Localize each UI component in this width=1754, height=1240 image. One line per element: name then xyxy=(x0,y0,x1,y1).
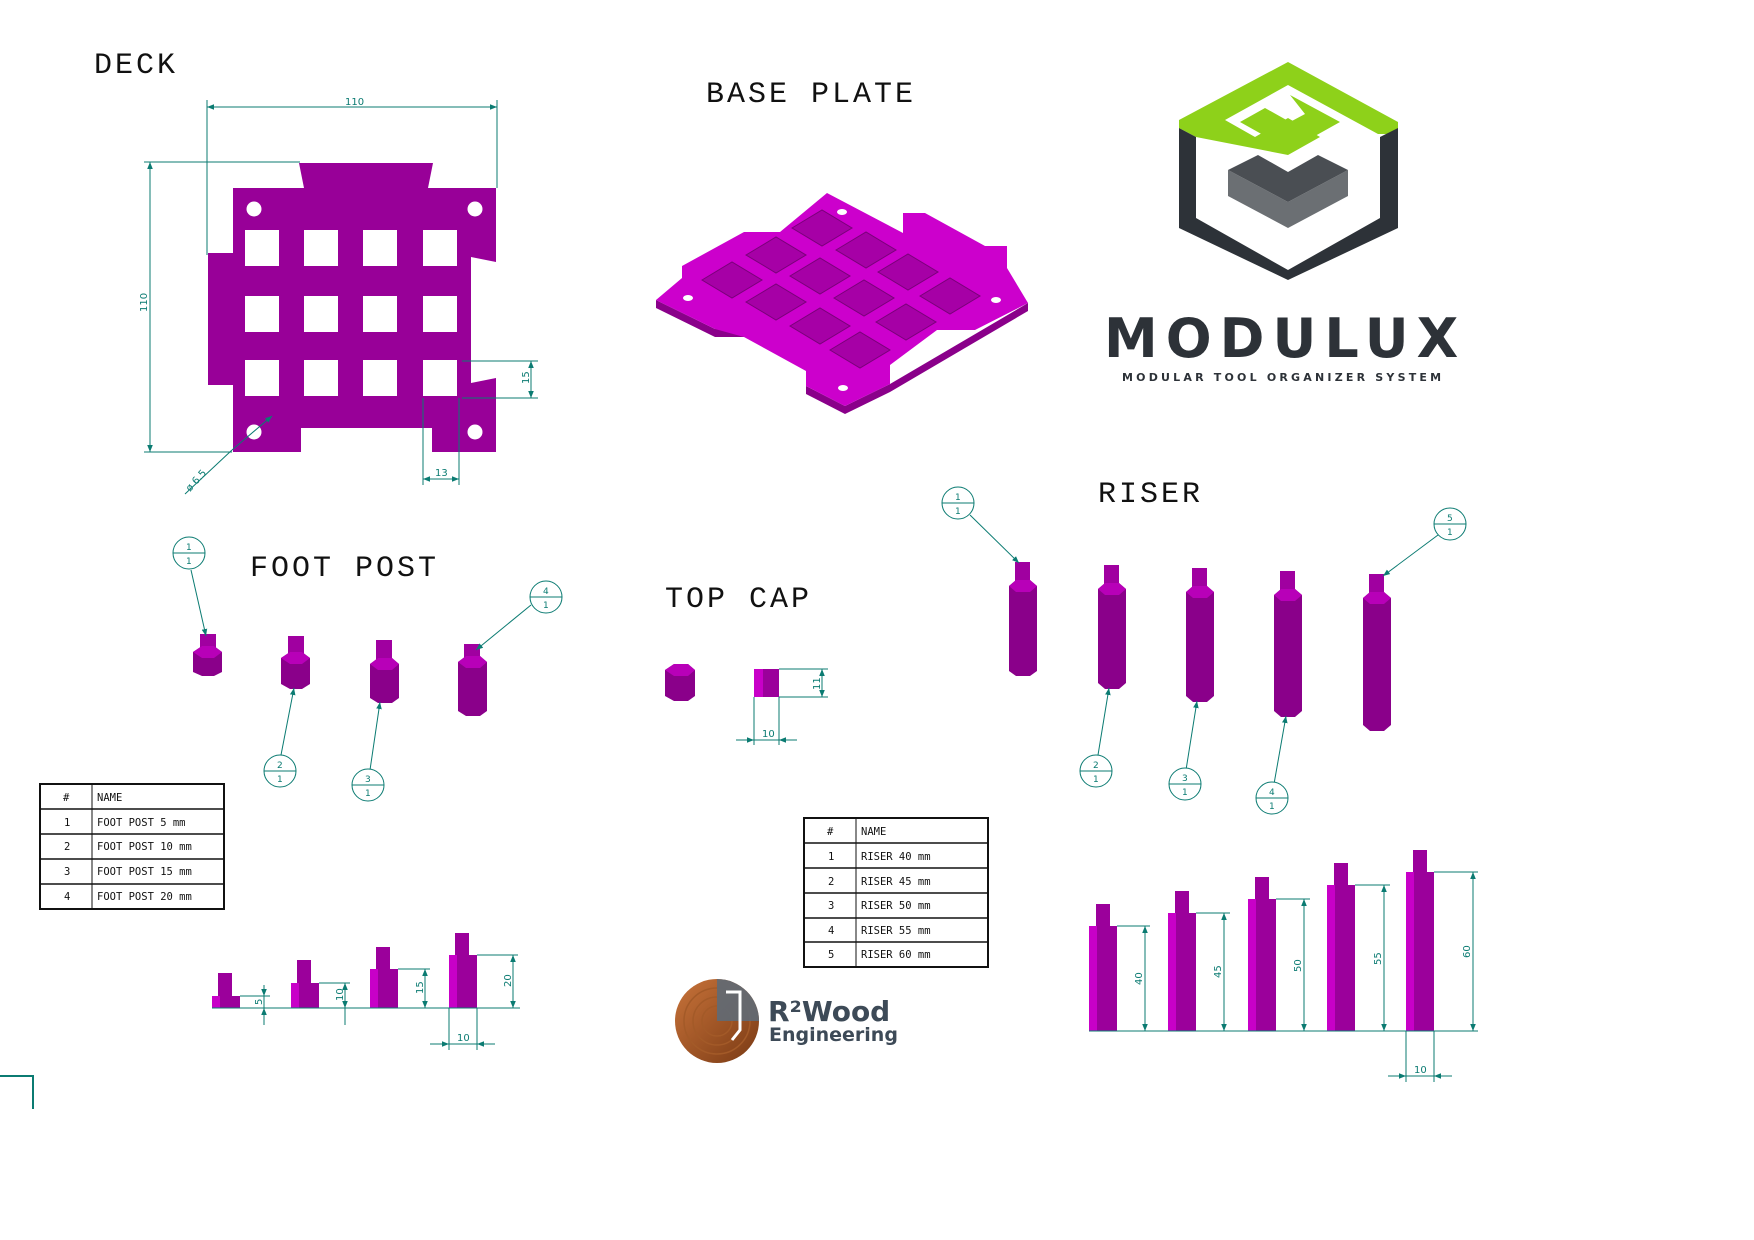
riser-table-cell: RISER 50 mm xyxy=(861,900,931,912)
fp-table-header-name: NAME xyxy=(97,792,122,804)
fp-balloon-2-top: 2 xyxy=(277,761,283,771)
fp-balloon-4-bottom: 1 xyxy=(543,601,549,611)
riser-width-dim: 10 xyxy=(1414,1065,1427,1076)
foot-post-parts-table: # NAME 1 FOOT POST 5 mm 2 FOOT POST 10 m… xyxy=(39,783,225,910)
riser-balloon-3-top: 3 xyxy=(1182,774,1188,784)
riser-table-cell: RISER 40 mm xyxy=(861,851,931,863)
riser-elevations: 40 45 50 55 60 10 xyxy=(1089,850,1478,1082)
riser-balloon-5-top: 5 xyxy=(1447,514,1453,524)
riser-balloon-1-top: 1 xyxy=(955,493,961,503)
foot-post-elevations: 5 10 15 20 10 xyxy=(212,933,520,1050)
riser-45 xyxy=(1098,565,1126,689)
base-plate-isometric xyxy=(656,193,1028,414)
modulux-wordmark: MODULUX xyxy=(1104,307,1466,370)
riser-balloon-1-bottom: 1 xyxy=(955,507,961,517)
riser-40 xyxy=(1009,562,1037,676)
fp-balloon-1-top: 1 xyxy=(186,543,192,553)
deck-width-dim: 110 xyxy=(345,97,364,108)
riser-balloon-2-top: 2 xyxy=(1093,761,1099,771)
mount-hole xyxy=(467,201,483,217)
top-cap-height-dim: 11 xyxy=(812,677,823,690)
riser-height-dim-55: 55 xyxy=(1373,952,1384,965)
sheet-frame-corner xyxy=(0,1075,34,1109)
r2wood-logo: R²Wood Engineering xyxy=(675,979,898,1063)
fp-height-dim-5: 5 xyxy=(254,999,265,1005)
riser-table-cell: RISER 60 mm xyxy=(861,949,931,961)
riser-height-dim-50: 50 xyxy=(1293,959,1304,972)
foot-post-5 xyxy=(193,634,222,676)
fp-height-dim-15: 15 xyxy=(415,981,426,994)
maker-subtitle: Engineering xyxy=(769,1024,898,1046)
fp-height-dim-20: 20 xyxy=(503,974,514,987)
foot-post-title: FOOT POST xyxy=(250,552,439,586)
riser-balloons xyxy=(941,486,1467,815)
deck-height-dim: 110 xyxy=(139,293,150,312)
deck-pitch-dim: 15 xyxy=(521,371,532,384)
fp-balloon-4-top: 4 xyxy=(543,587,549,597)
riser-table-header-num: # xyxy=(827,826,834,838)
riser-table-cell: RISER 55 mm xyxy=(861,925,931,937)
riser-height-dim-40: 40 xyxy=(1134,972,1145,985)
fp-table-cell: FOOT POST 5 mm xyxy=(97,817,186,829)
mount-hole xyxy=(467,424,483,440)
riser-table-cell: RISER 45 mm xyxy=(861,876,931,888)
riser-balloon-2-bottom: 1 xyxy=(1093,775,1099,785)
riser-50 xyxy=(1186,568,1214,702)
riser-table-header-name: NAME xyxy=(861,826,886,838)
riser-table-cell: 2 xyxy=(828,876,834,888)
fp-balloon-1-bottom: 1 xyxy=(186,557,192,567)
riser-balloon-4-bottom: 1 xyxy=(1269,802,1275,812)
foot-post-balloons xyxy=(172,536,563,802)
fp-balloon-3-bottom: 1 xyxy=(365,789,371,799)
riser-table-cell: 4 xyxy=(828,925,834,937)
top-cap-width-dim: 10 xyxy=(762,729,775,740)
deck-hole-dim: ø 6.5 xyxy=(184,468,209,494)
fp-height-dim-10: 10 xyxy=(335,988,346,1001)
cube-logo-icon xyxy=(1179,62,1398,280)
fp-table-header-num: # xyxy=(63,792,70,804)
fp-table-cell: 1 xyxy=(64,817,70,829)
fp-table-cell: FOOT POST 10 mm xyxy=(97,841,192,853)
fp-table-cell: 4 xyxy=(64,891,70,903)
riser-views xyxy=(1009,562,1391,731)
fp-table-cell: FOOT POST 20 mm xyxy=(97,891,192,903)
fp-balloon-3-top: 3 xyxy=(365,775,371,785)
foot-post-15 xyxy=(370,640,399,703)
riser-height-dim-45: 45 xyxy=(1213,965,1224,978)
riser-table-cell: 5 xyxy=(828,949,834,961)
drawing-sheet: DECK BASE PLATE FOOT POST TOP CAP RISER … xyxy=(0,49,1478,1109)
fp-table-cell: 2 xyxy=(64,841,70,853)
deck-title: DECK xyxy=(94,49,178,83)
foot-post-10 xyxy=(281,636,310,689)
riser-title: RISER xyxy=(1098,478,1203,512)
riser-balloon-3-bottom: 1 xyxy=(1182,788,1188,798)
riser-60 xyxy=(1363,574,1391,731)
foot-post-20 xyxy=(458,644,487,716)
foot-post-views xyxy=(193,634,487,716)
modulux-logo: MODULUX MODULAR TOOL ORGANIZER SYSTEM xyxy=(1104,62,1466,384)
base-plate-pockets xyxy=(701,209,981,369)
riser-parts-table: # NAME 1 RISER 40 mm 2 RISER 45 mm 3 RIS… xyxy=(803,817,989,968)
riser-balloon-4-top: 4 xyxy=(1269,788,1275,798)
riser-balloon-5-bottom: 1 xyxy=(1447,528,1453,538)
deck-square-dim: 13 xyxy=(435,468,448,479)
fp-table-cell: FOOT POST 15 mm xyxy=(97,866,192,878)
riser-table-cell: 3 xyxy=(828,900,834,912)
modulux-tagline: MODULAR TOOL ORGANIZER SYSTEM xyxy=(1122,371,1444,384)
fp-width-dim: 10 xyxy=(457,1033,470,1044)
fp-balloon-2-bottom: 1 xyxy=(277,775,283,785)
riser-table-cell: 1 xyxy=(828,851,834,863)
fp-table-cell: 3 xyxy=(64,866,70,878)
riser-55 xyxy=(1274,571,1302,717)
maker-name: R²Wood xyxy=(768,995,890,1028)
top-cap-views: 11 10 xyxy=(665,664,828,745)
deck-plate xyxy=(208,163,496,452)
deck-drawing: 110 110 15 13 ø 6.5 xyxy=(139,97,538,495)
riser-height-dim-60: 60 xyxy=(1462,945,1473,958)
mount-hole xyxy=(246,201,262,217)
top-cap-title: TOP CAP xyxy=(665,583,812,617)
base-plate-title: BASE PLATE xyxy=(706,78,916,112)
